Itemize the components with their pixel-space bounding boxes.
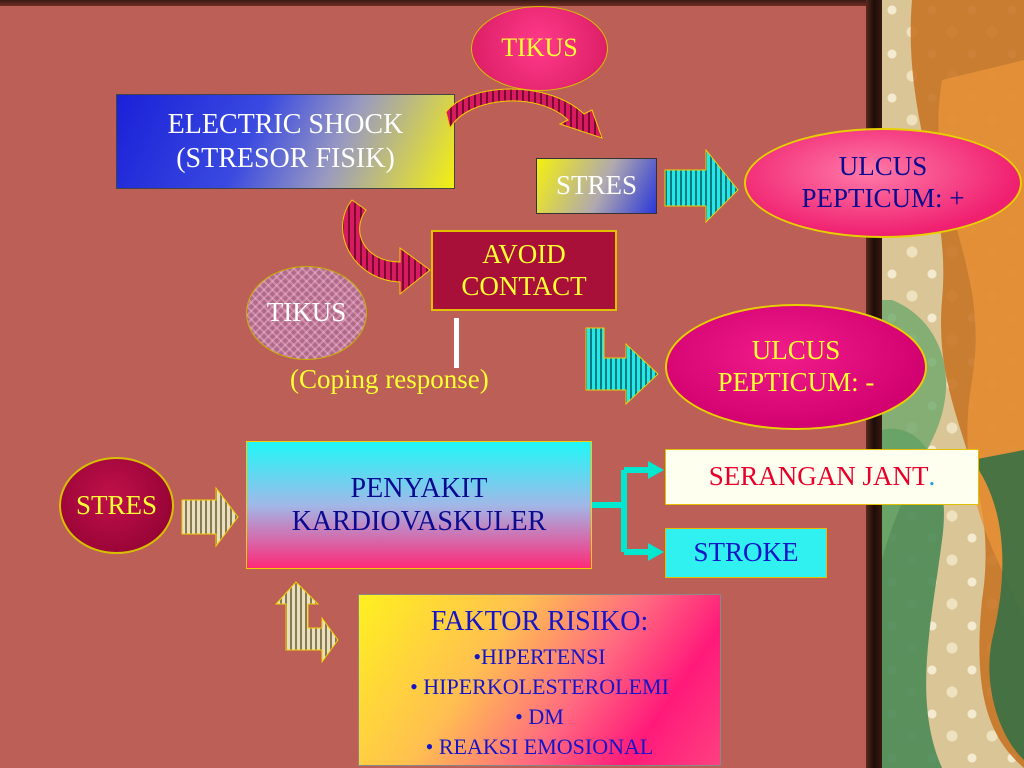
stroke-label: STROKE <box>693 537 799 568</box>
ulcus-positive-line2: PEPTICUM: + <box>801 183 965 213</box>
vertical-bar-divider <box>454 318 459 368</box>
ulcus-negative-node: ULCUS PEPTICUM: - <box>665 304 927 430</box>
stres-top-box: STRES <box>536 158 657 214</box>
block-arrow-stres-to-ulcus-positive <box>664 148 739 224</box>
penyakit-kardiovaskuler-box: PENYAKIT KARDIOVASKULER <box>246 441 592 569</box>
tikus-top-node: TIKUS <box>471 6 608 91</box>
curved-arrow-shock-to-stres <box>445 88 603 139</box>
faktor-item-hiperkolesterolemi: • HIPERKOLESTEROLEMI <box>410 674 669 700</box>
tikus-mid-node: TIKUS <box>246 266 367 360</box>
block-arrow-stres-to-penyakit <box>181 486 239 548</box>
ulcus-negative-line2: PEPTICUM: - <box>717 367 875 397</box>
serangan-dot: . <box>928 461 936 492</box>
faktor-risiko-box: FAKTOR RISIKO: •HIPERTENSI • HIPERKOLEST… <box>358 594 721 766</box>
tikus-top-label: TIKUS <box>501 33 578 63</box>
electric-shock-box: ELECTRIC SHOCK (STRESOR FISIK) <box>116 94 455 189</box>
ulcus-positive-line1: ULCUS <box>838 151 928 182</box>
bracket-connector <box>592 467 650 555</box>
bracket-arrowhead-stroke <box>648 543 664 561</box>
serangan-jantung-box: SERANGAN JANT. <box>665 449 979 505</box>
electric-shock-line1: ELECTRIC SHOCK <box>167 109 404 141</box>
faktor-item-hipertensi: •HIPERTENSI <box>473 644 606 670</box>
stres-bottom-label: STRES <box>75 489 158 520</box>
faktor-item-dm: • DM <box>515 704 564 730</box>
faktor-risiko-title: FAKTOR RISIKO: <box>430 606 649 637</box>
ulcus-negative-line1: ULCUS <box>751 335 841 366</box>
avoid-contact-line2: CONTACT <box>461 270 587 301</box>
ulcus-positive-node: ULCUS PEPTICUM: + <box>744 128 1022 238</box>
coping-response-label: (Coping response) <box>290 364 489 394</box>
penyakit-line1: PENYAKIT <box>350 472 488 504</box>
stres-bottom-node: STRES <box>59 457 174 554</box>
bent-arrow-faktor-to-penyakit <box>274 581 339 664</box>
slide-frame-top <box>0 0 880 6</box>
electric-shock-line2: (STRESOR FISIK) <box>176 142 395 174</box>
bent-arrow-to-ulcus-negative <box>585 327 659 406</box>
serangan-label: SERANGAN JANT <box>708 461 929 492</box>
tikus-mid-label: TIKUS <box>266 297 347 328</box>
stroke-box: STROKE <box>665 528 827 578</box>
faktor-item-reaksi-emosional: • REAKSI EMOSIONAL <box>425 734 654 760</box>
penyakit-line2: KARDIOVASKULER <box>291 506 547 537</box>
arrows-layer <box>181 88 739 664</box>
stres-top-label: STRES <box>555 170 638 201</box>
avoid-contact-line1: AVOID <box>482 238 566 269</box>
curved-arrow-shock-to-avoid <box>342 199 431 296</box>
bracket-arrowhead-serangan <box>648 461 664 479</box>
avoid-contact-box: AVOID CONTACT <box>431 230 617 311</box>
